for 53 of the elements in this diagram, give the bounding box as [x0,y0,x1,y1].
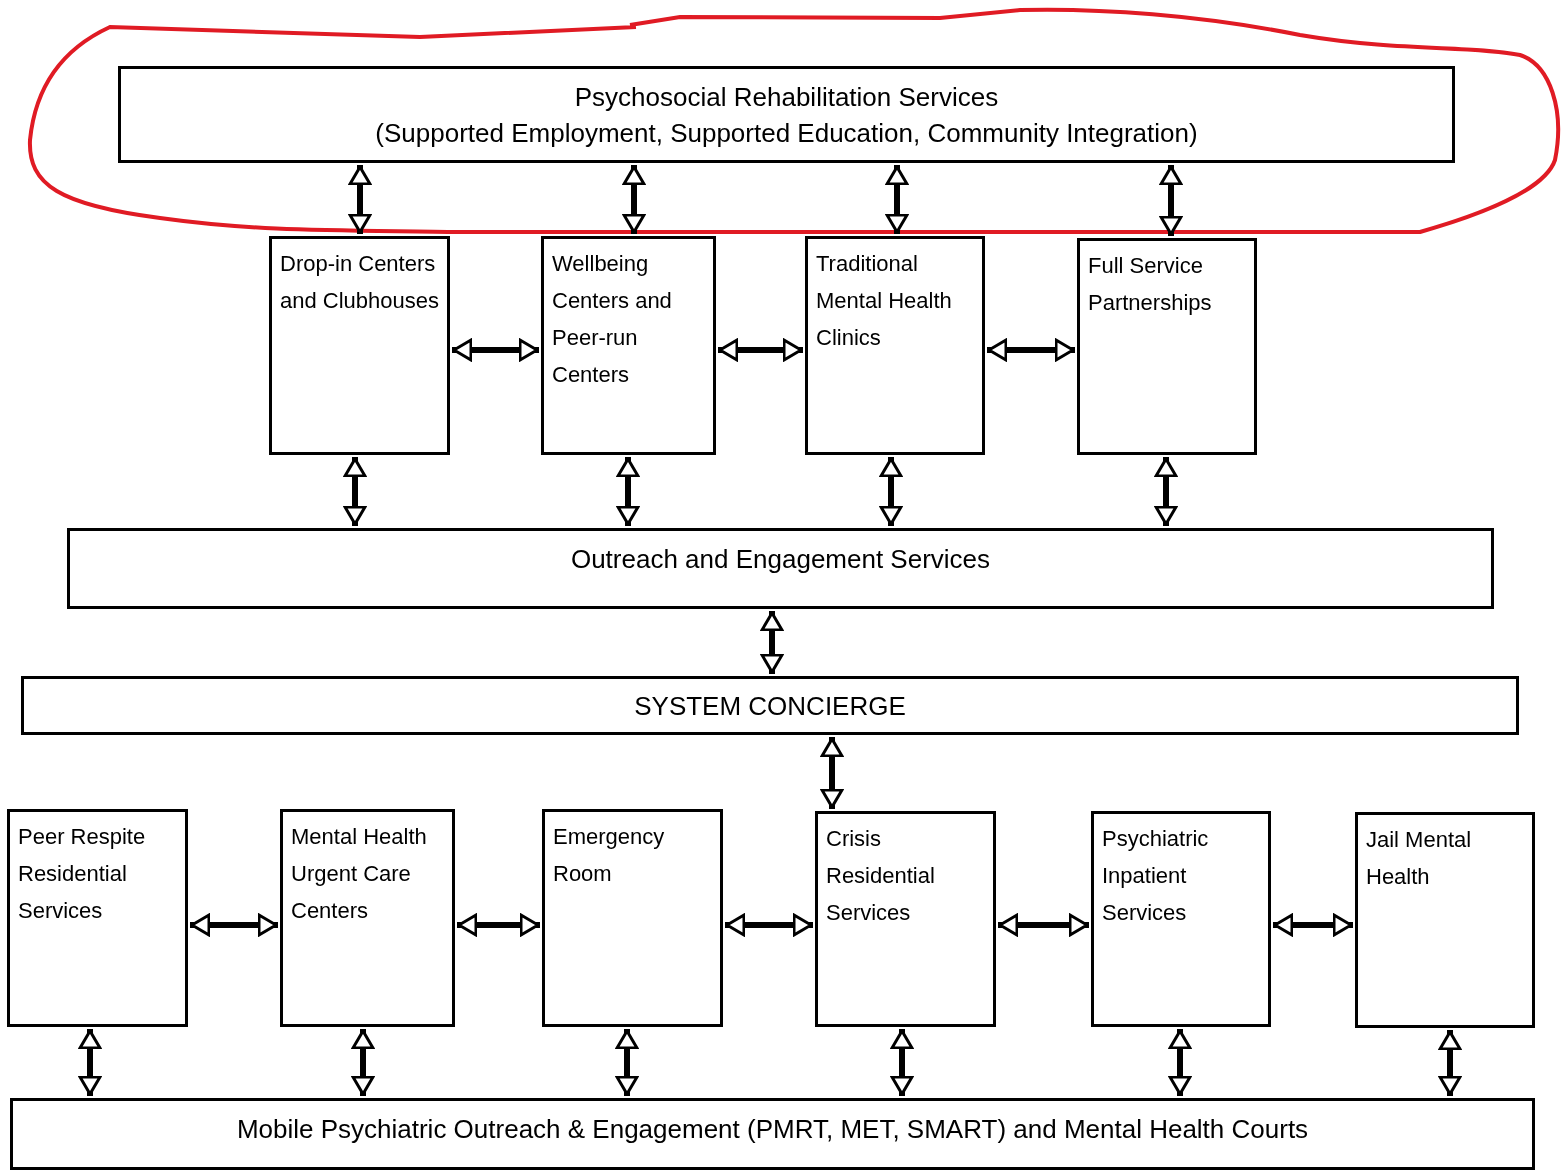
service-box [67,528,1494,609]
box-label: Mental Health Urgent Care Centers [291,823,428,925]
service-box [1091,811,1271,1027]
double-arrow [760,611,784,674]
service-box [10,1098,1535,1170]
service-box [21,676,1519,735]
box-label: Mobile Psychiatric Outreach & Engagement (PMRT, MET, SMART) and Mental Health Courts [236,1113,1309,1146]
box-label: Traditional Mental Health Clinics [816,250,953,352]
double-arrow [998,913,1089,937]
double-arrow [348,165,372,234]
double-arrow [885,165,909,234]
service-box [118,66,1455,163]
service-box [541,236,716,455]
box-label: Outreach and Engagement Services [570,543,991,576]
box-label: Psychiatric Inpatient Services [1102,825,1210,927]
double-arrow [457,913,540,937]
service-box [1077,238,1257,455]
box-label: Full Service Partnerships [1088,252,1213,317]
box-label: Crisis Residential Services [826,825,936,927]
double-arrow [190,913,278,937]
box-label: Drop-in Centers and Clubhouses [280,250,439,315]
double-arrow [1168,1029,1192,1096]
box-label: Peer Respite Residential Services [18,823,147,925]
service-box [280,809,455,1027]
double-arrow [1438,1030,1462,1096]
box-subtitle: (Supported Employment, Supported Education, Community Integration) [375,117,1198,150]
box-label: Psychosocial Rehabilitation Services [574,81,999,114]
double-arrow [820,737,844,809]
double-arrow [725,913,813,937]
box-label: SYSTEM CONCIERGE [634,689,906,723]
double-arrow [1159,165,1183,236]
double-arrow [890,1029,914,1096]
service-box [7,809,188,1027]
double-arrow [622,165,646,234]
double-arrow [1154,457,1178,526]
double-arrow [879,457,903,526]
double-arrow [1273,913,1353,937]
service-box [815,811,996,1027]
box-label: Jail Mental Health [1366,826,1473,891]
double-arrow [78,1029,102,1096]
box-label: Wellbeing Centers and Peer-run Centers [552,250,673,389]
box-label: Emergency Room [553,823,666,888]
service-box [542,809,723,1027]
service-box [1355,812,1535,1028]
double-arrow [351,1029,375,1096]
double-arrow [452,338,539,362]
double-arrow [987,338,1075,362]
double-arrow [718,338,803,362]
double-arrow [343,457,367,526]
double-arrow [616,457,640,526]
double-arrow [615,1029,639,1096]
service-box [269,236,450,455]
service-box [805,236,985,455]
